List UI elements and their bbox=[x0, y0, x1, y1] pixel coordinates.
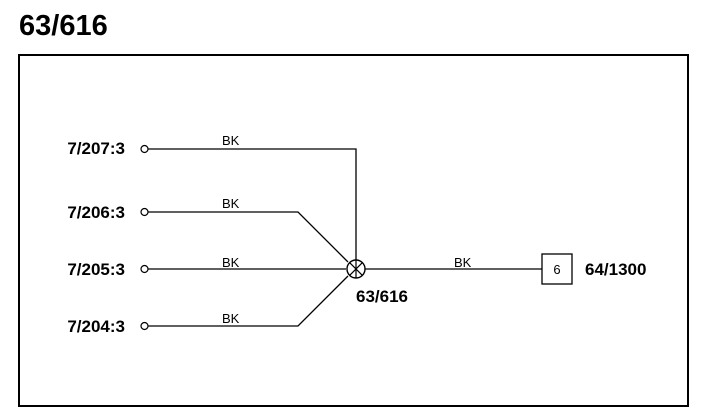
terminal-circle-icon bbox=[140, 144, 149, 154]
connector-pin-number: 6 bbox=[553, 262, 560, 277]
page-title: 63/616 bbox=[19, 10, 108, 42]
output-wire: BK bbox=[365, 255, 542, 270]
terminal-label: 7/206:3 bbox=[67, 203, 125, 222]
terminal-label: 7/205:3 bbox=[67, 260, 125, 279]
diagram-frame bbox=[18, 54, 689, 407]
wire-color-label: BK bbox=[222, 196, 240, 211]
terminal-circle-icon bbox=[140, 207, 149, 217]
terminal-circle-icon bbox=[140, 264, 149, 274]
wire-color-label: BK bbox=[222, 255, 240, 270]
wire-7-207-3: 7/207:3 BK bbox=[67, 133, 357, 260]
splice-63-616: 63/616 bbox=[346, 259, 408, 306]
wire-path bbox=[148, 148, 357, 260]
terminal-circle-icon bbox=[140, 321, 149, 331]
wire-7-206-3: 7/206:3 BK bbox=[67, 196, 349, 263]
connector-64-1300: 6 64/1300 bbox=[541, 253, 646, 285]
terminal-label: 7/204:3 bbox=[67, 317, 125, 336]
connector-box bbox=[541, 253, 573, 285]
wire-path bbox=[148, 211, 349, 263]
wire-7-204-3: 7/204:3 BK bbox=[67, 275, 349, 336]
wire-color-label: BK bbox=[454, 255, 472, 270]
wire-color-label: BK bbox=[222, 311, 240, 326]
terminal-label: 7/207:3 bbox=[67, 139, 125, 158]
wire-path bbox=[148, 275, 349, 327]
splice-label: 63/616 bbox=[356, 287, 408, 306]
connector-label: 64/1300 bbox=[585, 260, 646, 279]
wire-color-label: BK bbox=[222, 133, 240, 148]
wire-7-205-3: 7/205:3 BK bbox=[67, 255, 346, 279]
